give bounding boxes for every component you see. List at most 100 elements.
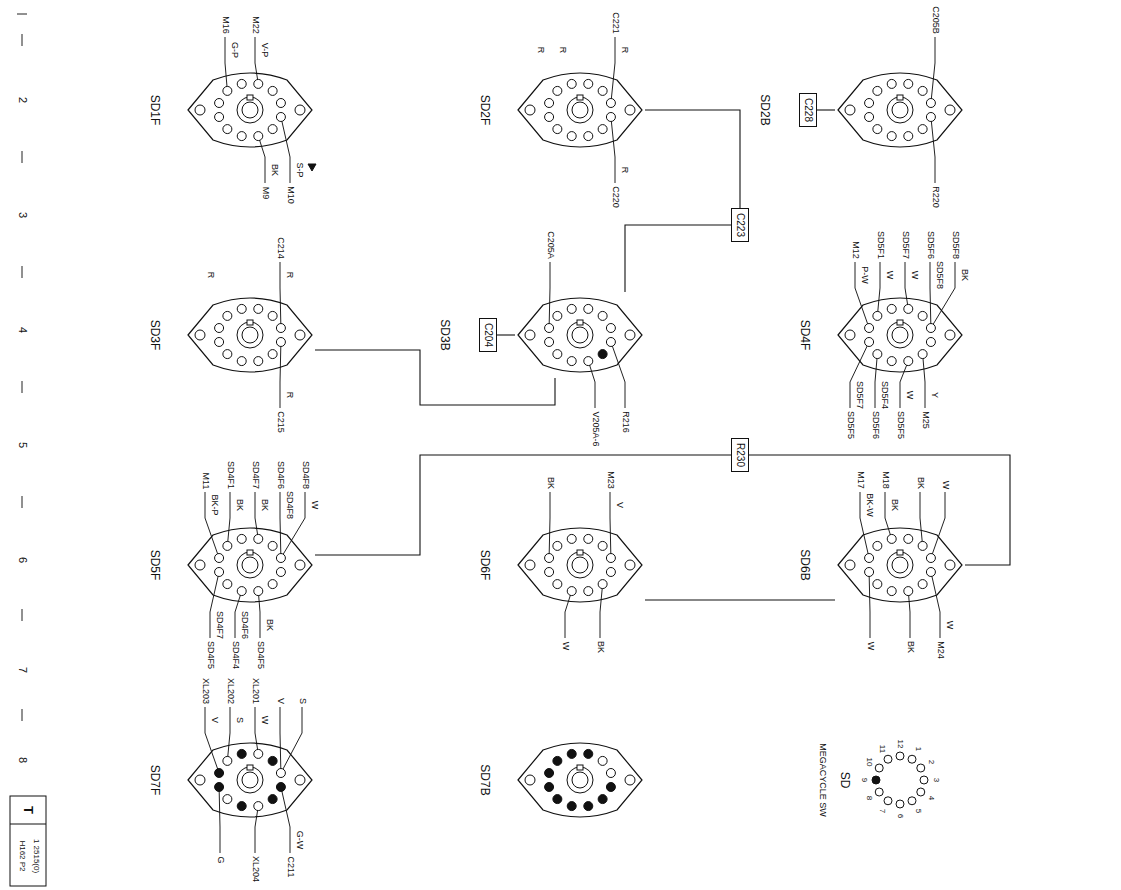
wire-label: SD4F5 bbox=[206, 641, 215, 669]
socket-label: MEGACYCLE SW bbox=[818, 743, 827, 817]
title-block bbox=[10, 796, 46, 886]
wire bbox=[255, 37, 258, 84]
wire-color-code: BK bbox=[890, 499, 899, 511]
wire-label: M12 bbox=[851, 241, 860, 259]
tube-socket: SD7B bbox=[515, 737, 645, 823]
component-label: C228 bbox=[803, 98, 813, 122]
wire-color-code: R bbox=[206, 272, 215, 279]
tube-socket: SD5F bbox=[185, 522, 315, 608]
component-box: R230 bbox=[731, 438, 749, 472]
socket-outline bbox=[185, 67, 315, 153]
component-box: C228 bbox=[799, 93, 817, 127]
wire-label: XL203 bbox=[201, 678, 210, 704]
wire-color-code: SD5F8 bbox=[935, 261, 944, 289]
wire bbox=[281, 787, 290, 853]
tube-socket: SD2B bbox=[835, 67, 965, 153]
wire-color-code: G-W bbox=[295, 831, 304, 850]
wire-label: C221 bbox=[611, 12, 620, 34]
wire-color-code: V bbox=[615, 502, 624, 508]
wire bbox=[869, 572, 871, 638]
pin-number: 4 bbox=[927, 796, 935, 800]
wire bbox=[600, 584, 603, 638]
wire-color-code: BK-W bbox=[865, 493, 874, 517]
wire-label: SD5F1 bbox=[876, 231, 885, 259]
wire-label: BK bbox=[916, 477, 925, 489]
wire-color-code: V-P bbox=[260, 43, 269, 58]
wire bbox=[931, 572, 940, 638]
socket-label: SD5F bbox=[149, 550, 161, 581]
wire-label: XL204 bbox=[251, 856, 260, 882]
connector-wire bbox=[645, 110, 740, 208]
wire-color-code: SD5F7 bbox=[855, 381, 864, 409]
wire-label: XL202 bbox=[226, 678, 235, 704]
wire bbox=[611, 342, 625, 408]
drawing-number: H162 P2 bbox=[18, 840, 26, 871]
wire-label: M24 bbox=[936, 641, 945, 659]
wire-label: XL201 bbox=[251, 678, 260, 704]
grid-tick bbox=[17, 14, 27, 15]
socket-outline bbox=[515, 67, 645, 153]
wire-label: M11 bbox=[201, 472, 210, 489]
wire-label: W bbox=[561, 641, 570, 650]
tube-socket: SD2F bbox=[515, 67, 645, 153]
pin-number: 9 bbox=[860, 778, 868, 782]
connector-wire bbox=[315, 455, 731, 555]
wire bbox=[611, 117, 615, 183]
marker-symbol bbox=[308, 164, 316, 171]
grid-number: 6 bbox=[17, 557, 28, 563]
pin-number: 11 bbox=[878, 745, 886, 753]
wire bbox=[908, 591, 910, 638]
wire-label: SD4F4 bbox=[231, 641, 240, 669]
wire bbox=[280, 342, 282, 408]
wire-label: SD4F7 bbox=[251, 461, 260, 489]
switch-outline bbox=[862, 742, 938, 818]
pin-number: 3 bbox=[932, 778, 940, 782]
wire bbox=[877, 262, 880, 316]
wire-label: SD5F5 bbox=[846, 411, 855, 439]
grid-tick bbox=[22, 381, 23, 393]
wire-color-code: R bbox=[620, 47, 629, 54]
socket-label: SD4F bbox=[799, 320, 811, 351]
wire bbox=[611, 37, 615, 103]
socket-label: SD7B bbox=[479, 764, 491, 795]
wire bbox=[227, 707, 230, 761]
wire-label: M10 bbox=[286, 186, 295, 204]
wire-label: C215 bbox=[276, 411, 285, 433]
connector-wire bbox=[625, 225, 731, 292]
wire-color-code: BK-P bbox=[210, 494, 219, 515]
socket-outline bbox=[185, 292, 315, 378]
grid-tick bbox=[22, 151, 23, 163]
grid-number: 3 bbox=[17, 212, 28, 218]
wire bbox=[255, 707, 258, 754]
tube-socket: SD6F bbox=[515, 522, 645, 608]
component-box: C204 bbox=[479, 318, 497, 352]
connector-wire bbox=[749, 455, 1010, 565]
wire-color-code: SD4F7 bbox=[215, 611, 224, 639]
wire-label: M22 bbox=[251, 16, 260, 34]
wire bbox=[280, 492, 282, 558]
wire-color-code: V bbox=[210, 717, 219, 723]
wire bbox=[549, 492, 551, 558]
wire-label: M16 bbox=[221, 16, 230, 34]
wire-color-code: BK bbox=[265, 619, 274, 631]
wire-label: SD5F5 bbox=[896, 411, 905, 439]
grid-tick bbox=[22, 34, 23, 46]
wire bbox=[255, 806, 258, 853]
wire-color-code: R bbox=[558, 47, 567, 54]
socket-outline bbox=[515, 522, 645, 608]
title-block-mark: T bbox=[22, 806, 35, 814]
wire-color-code: W bbox=[905, 391, 914, 400]
wire-color-code: R bbox=[285, 392, 294, 399]
tube-socket: SD6B bbox=[835, 522, 965, 608]
wire-label: M23 bbox=[606, 471, 615, 489]
pin-number: 2 bbox=[927, 760, 935, 764]
socket-label: SD2B bbox=[759, 94, 771, 125]
grid-number: 8 bbox=[17, 757, 28, 763]
tube-socket: SD7F bbox=[185, 737, 315, 823]
wire-color-code: R bbox=[285, 272, 294, 279]
grid-tick bbox=[22, 496, 23, 508]
pin-number: 6 bbox=[896, 814, 904, 818]
grid-number: 5 bbox=[17, 442, 28, 448]
wire bbox=[255, 492, 258, 539]
